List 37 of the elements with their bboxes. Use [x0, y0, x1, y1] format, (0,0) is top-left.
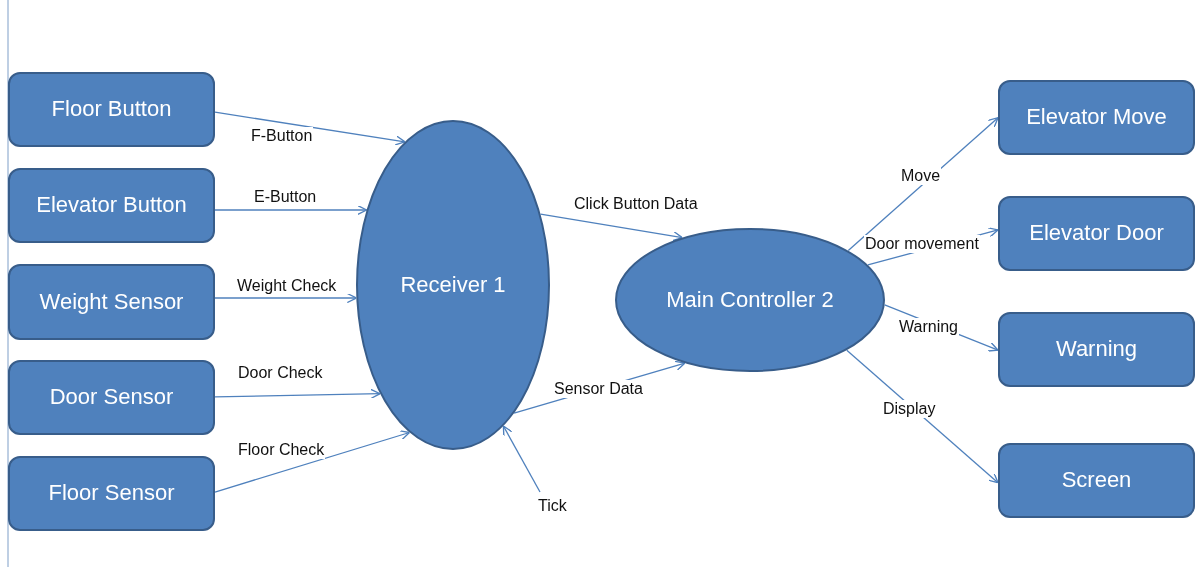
node-label: Weight Sensor	[38, 288, 185, 316]
node-label: Floor Sensor	[47, 480, 176, 507]
edge-label: Warning	[898, 318, 959, 336]
arrow	[214, 111, 406, 146]
arrow	[214, 204, 368, 216]
node-label: Elevator Button	[35, 192, 188, 219]
arrow	[846, 349, 999, 484]
arrow	[214, 388, 381, 400]
process-box	[998, 312, 1195, 387]
edge-label: Door movement	[864, 235, 980, 253]
edge-label: Sensor Data	[553, 380, 644, 398]
process-box	[8, 72, 215, 147]
node-label: Elevator Door	[1028, 220, 1165, 247]
arrow	[539, 213, 683, 242]
process-box	[998, 80, 1195, 155]
edge-label: Display	[882, 400, 937, 418]
node-label: Screen	[1060, 467, 1133, 494]
edge-label: Weight Check	[236, 277, 338, 295]
arrow	[214, 430, 411, 493]
arrow	[847, 117, 999, 252]
process-ellipse	[356, 120, 550, 450]
process-box	[8, 264, 215, 340]
node-label: Receiver 1	[399, 271, 507, 299]
node-label: Warning	[1054, 336, 1139, 363]
process-box	[998, 196, 1195, 271]
arrow	[502, 425, 541, 493]
edge-label: Floor Check	[237, 441, 326, 459]
node-label: Door Sensor	[48, 384, 175, 411]
process-box	[998, 443, 1195, 518]
node-label: Floor Button	[50, 96, 173, 123]
edge-label: Move	[900, 167, 942, 185]
node-label: Elevator Move	[1025, 104, 1168, 131]
process-box	[8, 456, 215, 531]
node-label: Main Controller 2	[665, 286, 835, 314]
process-box	[8, 168, 215, 243]
process-box	[8, 360, 215, 435]
arrow	[214, 292, 357, 304]
